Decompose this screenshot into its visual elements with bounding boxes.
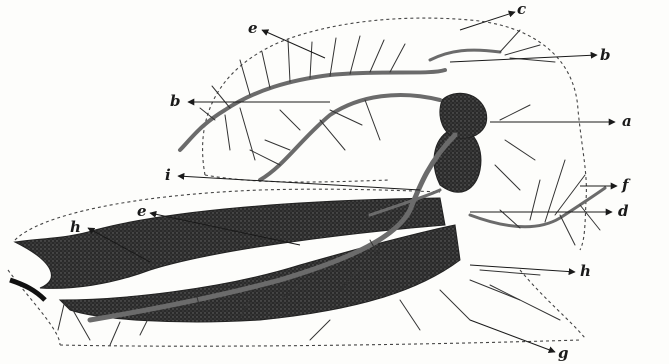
arrow-e-top — [262, 30, 325, 58]
label-c: c — [517, 0, 526, 18]
arrow-g — [470, 320, 555, 352]
label-g: g — [558, 344, 569, 362]
label-b-left: b — [170, 92, 181, 110]
label-e-mid: e — [137, 202, 147, 220]
arrow-i — [178, 176, 420, 190]
label-e-top: e — [248, 19, 258, 37]
label-i: i — [165, 166, 171, 184]
heart-atrium — [440, 93, 487, 138]
label-a: a — [622, 112, 632, 130]
label-h-left: h — [70, 218, 81, 236]
label-h-right: h — [580, 262, 591, 280]
label-d: d — [618, 202, 629, 220]
label-b-top: b — [600, 46, 611, 64]
label-f: f — [621, 176, 631, 194]
arrow-b-top — [450, 55, 597, 62]
